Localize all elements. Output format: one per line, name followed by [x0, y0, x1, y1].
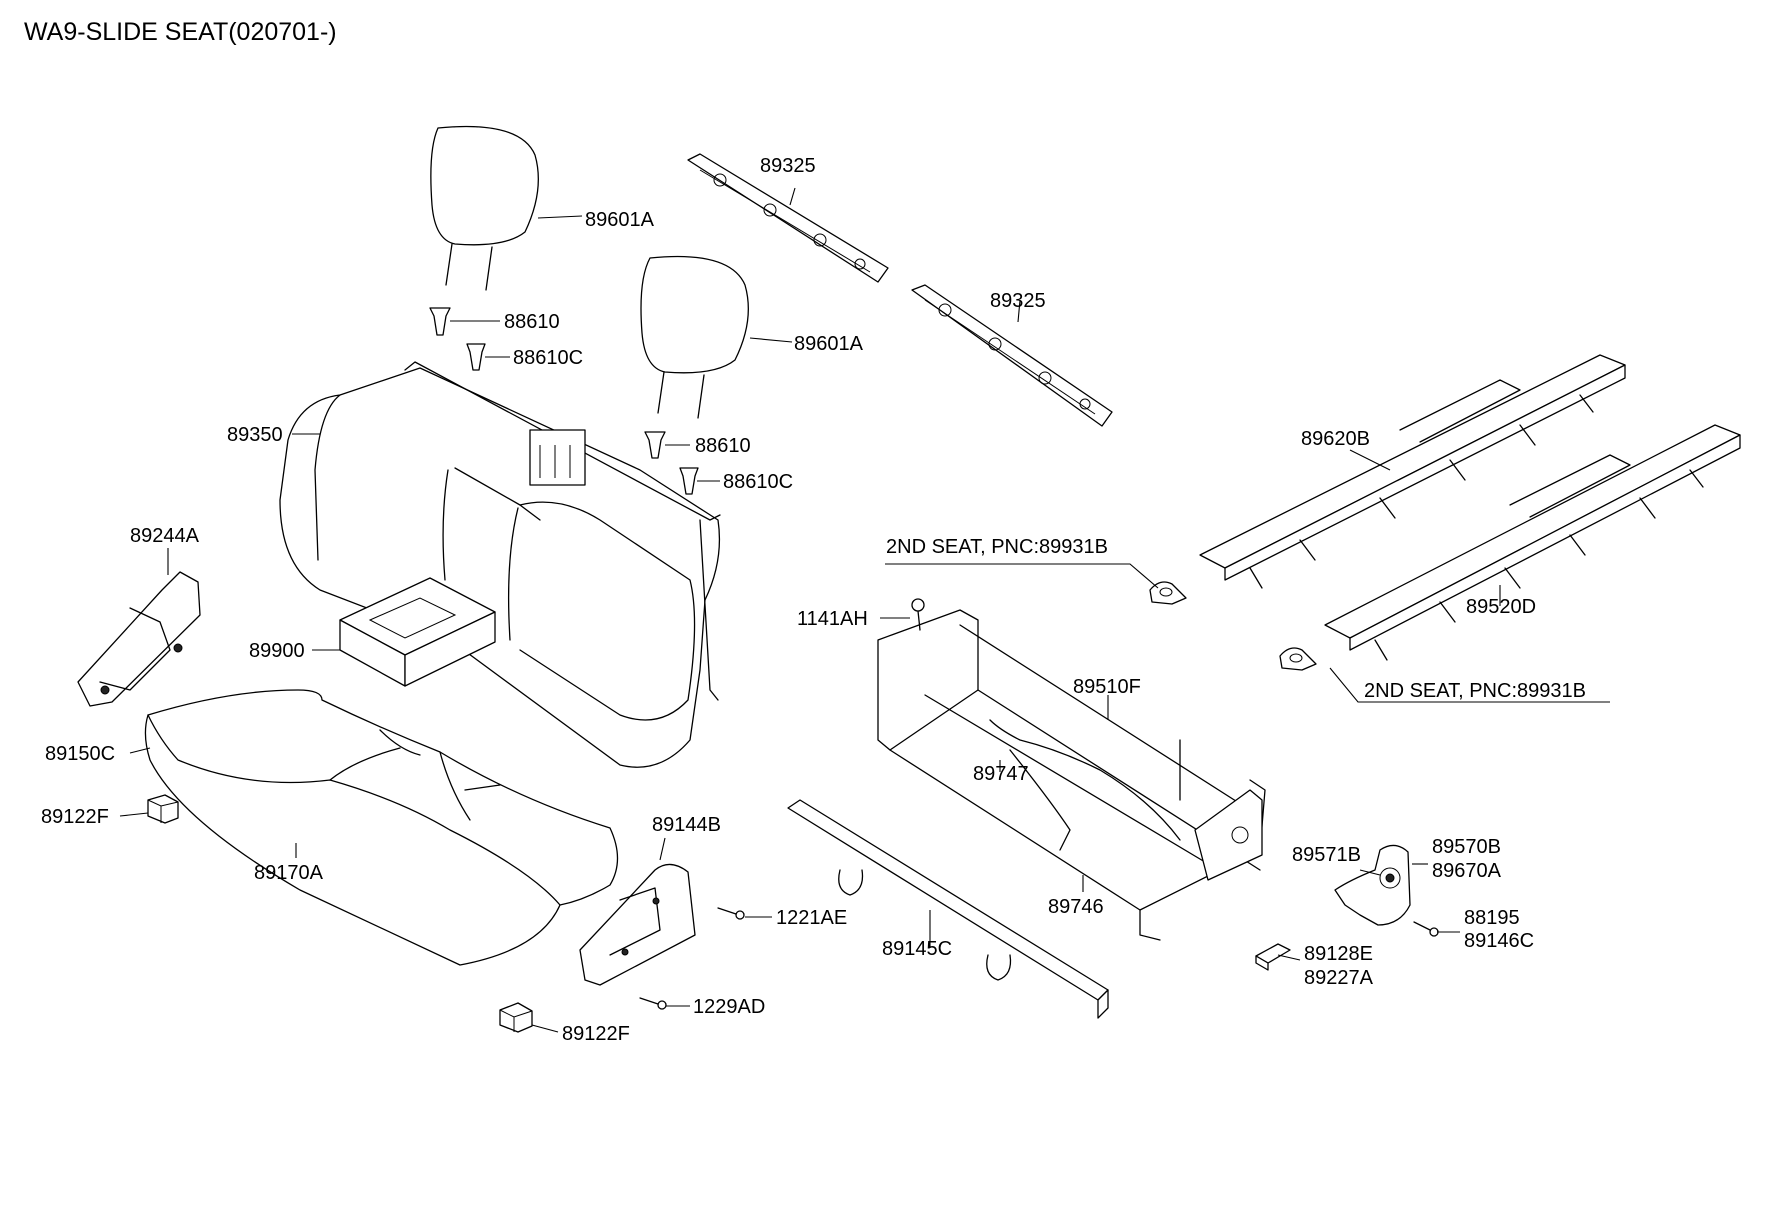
- headrest-guide-part-2[interactable]: [466, 343, 486, 371]
- bolt-88195-part[interactable]: [1413, 921, 1439, 937]
- callout-2nd-seat-1: 2ND SEAT, PNC:89931B: [886, 536, 1108, 558]
- armrest-part[interactable]: [339, 577, 496, 687]
- seat-back-part[interactable]: [279, 361, 721, 768]
- callout-89571B: 89571B: [1292, 844, 1361, 866]
- spacer-block-lower-part[interactable]: [499, 1002, 533, 1033]
- callout-89746: 89746: [1048, 896, 1104, 918]
- callout-89128E: 89128E: [1304, 943, 1373, 965]
- headrest-guide-part-4[interactable]: [679, 467, 699, 495]
- callout-89620B: 89620B: [1301, 428, 1370, 450]
- callout-89570B: 89570B: [1432, 836, 1501, 858]
- callout-89170A: 89170A: [254, 862, 324, 884]
- crossbar-part[interactable]: [787, 799, 1109, 1019]
- callout-89122F-2: 89122F: [562, 1023, 630, 1045]
- callout-89325-1: 89325: [760, 155, 816, 177]
- end-cap-upper-part[interactable]: [1149, 581, 1187, 605]
- bolt-1141AH-part[interactable]: [911, 598, 925, 631]
- cap-89128E-part[interactable]: [1255, 943, 1291, 971]
- callout-89670A: 89670A: [1432, 860, 1502, 882]
- callout-89520D: 89520D: [1466, 596, 1536, 618]
- callout-88610C-2: 88610C: [723, 471, 793, 493]
- callout-1141AH: 1141AH: [797, 608, 868, 630]
- callout-89350: 89350: [227, 424, 283, 446]
- callout-89146C: 89146C: [1464, 930, 1534, 952]
- headrest-guide-part-3[interactable]: [644, 431, 666, 459]
- headrest-left-part[interactable]: [430, 125, 539, 291]
- callout-89227A: 89227A: [1304, 967, 1374, 989]
- slide-rail-89520D-part[interactable]: [1324, 424, 1741, 661]
- callout-1229AD: 1229AD: [693, 996, 765, 1018]
- callout-89145C: 89145C: [882, 938, 952, 960]
- callout-1221AE: 1221AE: [776, 907, 847, 929]
- recliner-mechanism-part[interactable]: [1334, 844, 1411, 926]
- end-cap-lower-part[interactable]: [1279, 647, 1317, 671]
- callout-89244A: 89244A: [130, 525, 200, 547]
- diagram-title: WA9-SLIDE SEAT(020701-): [24, 18, 337, 46]
- callout-89900: 89900: [249, 640, 305, 662]
- callout-88195: 88195: [1464, 907, 1520, 929]
- callout-89601A-2: 89601A: [794, 333, 864, 355]
- callout-88610-2: 88610: [695, 435, 751, 457]
- callout-89510F: 89510F: [1073, 676, 1141, 698]
- callout-89150C: 89150C: [45, 743, 115, 765]
- trim-strip-upper-part[interactable]: [687, 153, 889, 283]
- leader-lines: [119, 187, 1610, 1033]
- side-cover-right-part[interactable]: [579, 863, 696, 986]
- callout-89144B: 89144B: [652, 814, 721, 836]
- headrest-guide-part-1[interactable]: [429, 307, 451, 336]
- callout-2nd-seat-2: 2ND SEAT, PNC:89931B: [1364, 680, 1586, 702]
- trim-strip-lower-part[interactable]: [911, 284, 1113, 427]
- side-cover-left-part[interactable]: [77, 571, 201, 707]
- callout-88610C-1: 88610C: [513, 347, 583, 369]
- seat-cushion-part[interactable]: [144, 689, 619, 966]
- callout-89747: 89747: [973, 763, 1029, 785]
- screw-1221AE-part[interactable]: [717, 907, 745, 920]
- callout-89122F-1: 89122F: [41, 806, 109, 828]
- screw-1229AD-part[interactable]: [639, 997, 667, 1010]
- seat-frame-part[interactable]: [877, 609, 1266, 941]
- callout-89601A-1: 89601A: [585, 209, 655, 231]
- callout-89325-2: 89325: [990, 290, 1046, 312]
- headrest-right-part[interactable]: [640, 255, 749, 419]
- spacer-block-upper-part[interactable]: [147, 794, 179, 824]
- slide-rail-89620B-part[interactable]: [1199, 354, 1626, 589]
- callout-88610-1: 88610: [504, 311, 560, 333]
